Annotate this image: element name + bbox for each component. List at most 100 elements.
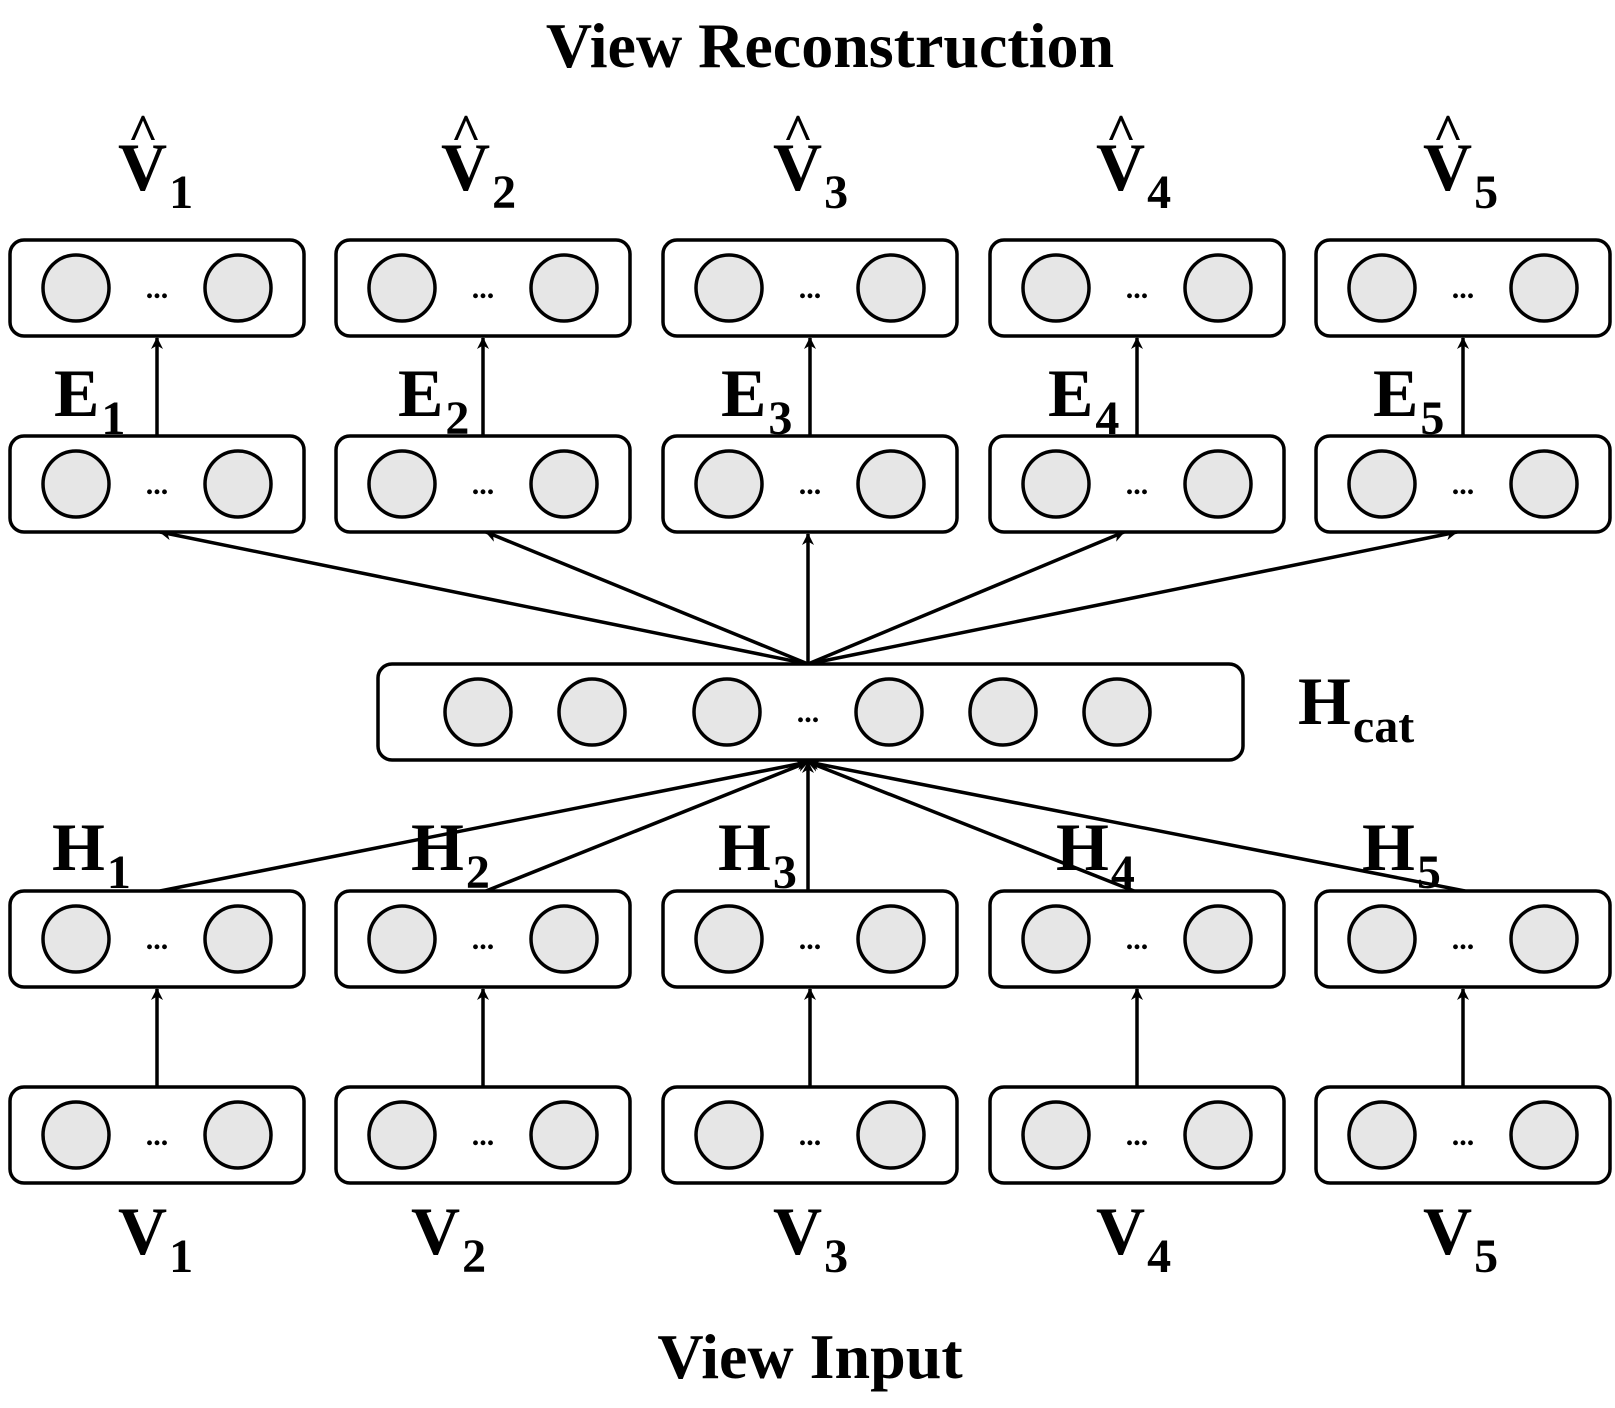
ellipsis-text: ... <box>1452 468 1475 501</box>
neuron-node <box>367 253 437 323</box>
encoder-output-layer-5: ... <box>1314 434 1612 534</box>
hidden-layer-4: ... <box>988 889 1286 989</box>
reconstructed-view-label-5-main: V <box>1423 129 1472 205</box>
neuron-node <box>41 1100 111 1170</box>
ellipsis-text: ... <box>1452 272 1475 305</box>
encoder-label-3: E3 <box>721 355 792 445</box>
reconstructed-view-label-5-subscript: 5 <box>1474 166 1498 219</box>
hidden-label-5: H5 <box>1362 809 1441 899</box>
encoder-label-5: E5 <box>1373 355 1444 445</box>
input-view-label-1-main: V <box>118 1193 167 1269</box>
encoder-label-2: E2 <box>398 355 469 445</box>
hidden-layer-2: ... <box>334 889 632 989</box>
neuron-node <box>1021 1100 1091 1170</box>
neuron-node <box>856 253 926 323</box>
neuron-node <box>692 677 762 747</box>
neuron-node <box>1509 449 1579 519</box>
reconstruction-layer-4: ... <box>988 238 1286 338</box>
neuron-node <box>203 253 273 323</box>
reconstructed-view-label-3-main: V <box>773 129 822 205</box>
connection-arrows <box>151 337 1469 1087</box>
neuron-node <box>1347 449 1417 519</box>
ellipsis-text: ... <box>1126 272 1149 305</box>
neuron-node <box>1347 904 1417 974</box>
neuron-node <box>1347 1100 1417 1170</box>
neuron-node <box>1509 1100 1579 1170</box>
encoder-label-5-main: E <box>1373 355 1418 431</box>
neuron-node <box>856 1100 926 1170</box>
neuron-node <box>1021 449 1091 519</box>
hidden-label-4: H4 <box>1056 809 1135 899</box>
ellipsis-text: ... <box>1126 468 1149 501</box>
reconstructed-view-label-1-hat: ^ <box>128 105 158 162</box>
reconstructed-view-label-3-subscript: 3 <box>824 166 848 219</box>
ellipsis-text: ... <box>472 272 495 305</box>
neuron-node <box>694 904 764 974</box>
input-view-label-5: V5 <box>1423 1193 1498 1283</box>
input-layer-4: ... <box>988 1085 1286 1185</box>
ellipsis-text: ... <box>146 272 169 305</box>
ellipsis-text: ... <box>472 923 495 956</box>
neuron-node <box>1021 253 1091 323</box>
ellipsis-text: ... <box>1126 923 1149 956</box>
encoder-label-3-main: E <box>721 355 766 431</box>
neuron-node <box>1183 1100 1253 1170</box>
hidden-layer-1: ... <box>8 889 306 989</box>
concatenation-label-main: H <box>1298 663 1351 739</box>
input-layer-2: ... <box>334 1085 632 1185</box>
neuron-node <box>529 904 599 974</box>
reconstructed-view-label-3: V3 <box>773 129 848 219</box>
neuron-node <box>1183 904 1253 974</box>
hidden-to-concat-arrow-2 <box>485 760 809 893</box>
neuron-node <box>1509 253 1579 323</box>
neuron-node <box>694 1100 764 1170</box>
encoder-label-5-subscript: 5 <box>1420 392 1444 445</box>
encoder-label-1-main: E <box>54 355 99 431</box>
concat-to-decoder-arrow-5 <box>807 528 1458 666</box>
neuron-node <box>203 904 273 974</box>
reconstructed-view-label-4-subscript: 4 <box>1147 166 1171 219</box>
encoder-output-layer-3: ... <box>661 434 959 534</box>
reconstructed-view-label-2-hat: ^ <box>451 105 481 162</box>
concatenation-label: Hcat <box>1298 663 1414 753</box>
encoder-label-2-main: E <box>398 355 443 431</box>
input-view-label-2: V2 <box>411 1193 486 1283</box>
hidden-label-5-main: H <box>1362 809 1415 885</box>
concat-to-decoder-arrow-2 <box>485 530 809 666</box>
neuron-node <box>856 904 926 974</box>
hidden-to-concat-arrow-4 <box>807 760 1135 893</box>
ellipsis-text: ... <box>799 468 822 501</box>
ellipsis-text: ... <box>472 468 495 501</box>
ellipsis-text: ... <box>799 1119 822 1152</box>
neuron-node <box>557 677 627 747</box>
reconstruction-layer-1: ... <box>8 238 306 338</box>
hidden-layer-3: ... <box>661 889 959 989</box>
hidden-label-2-subscript: 2 <box>466 846 490 899</box>
encoder-label-4: E4 <box>1048 355 1119 445</box>
neuron-node <box>41 449 111 519</box>
neuron-node <box>367 904 437 974</box>
hidden-label-3-subscript: 3 <box>773 846 797 899</box>
reconstructed-view-label-4-main: V <box>1096 129 1145 205</box>
neuron-node <box>529 253 599 323</box>
input-view-label-3: V3 <box>773 1193 848 1283</box>
encoder-label-1: E1 <box>54 355 125 445</box>
concatenation-layer: ... <box>376 662 1245 762</box>
reconstructed-view-label-2-main: V <box>441 129 490 205</box>
reconstructed-view-label-1: V1 <box>118 129 193 219</box>
neuron-node <box>367 1100 437 1170</box>
ellipsis-text: ... <box>797 696 820 729</box>
hidden-label-4-subscript: 4 <box>1111 846 1135 899</box>
concat-to-decoder-arrow-1 <box>159 528 809 666</box>
input-view-label-4: V4 <box>1096 1193 1171 1283</box>
encoder-label-1-subscript: 1 <box>101 392 125 445</box>
input-view-label-1: V1 <box>118 1193 193 1283</box>
ellipsis-text: ... <box>146 923 169 956</box>
reconstructed-view-label-5: V5 <box>1423 129 1498 219</box>
reconstructed-view-label-1-subscript: 1 <box>169 166 193 219</box>
view-input-title: View Input <box>657 1321 963 1392</box>
ellipsis-text: ... <box>799 923 822 956</box>
neuron-node <box>1183 253 1253 323</box>
hidden-label-3-main: H <box>718 809 771 885</box>
